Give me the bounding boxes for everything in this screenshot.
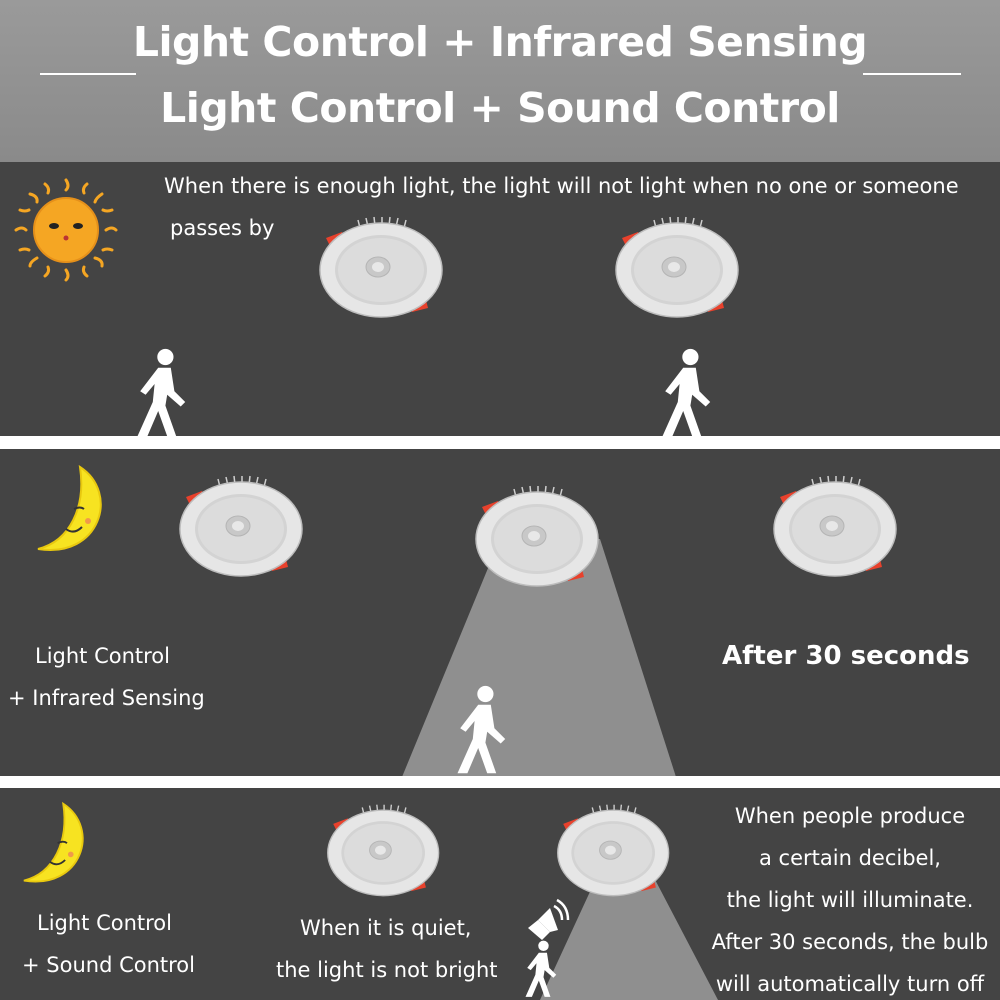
right-rule: [863, 73, 961, 75]
walking-person-icon: [655, 348, 715, 436]
sun-icon: [14, 178, 118, 282]
downlight-lamp-on: [474, 483, 604, 593]
downlight-lamp-on: [555, 802, 675, 902]
daylight-description-line-2: passes by: [170, 216, 275, 240]
panel-infrared: Light Control + Infrared Sensing After 3…: [0, 449, 1000, 776]
panel-daylight: When there is enough light, the light wi…: [0, 162, 1000, 436]
downlight-lamp: [325, 802, 445, 902]
title-line-2: Light Control + Sound Control: [160, 84, 840, 132]
infrared-mode-line-1: Light Control: [35, 644, 170, 668]
sound-description-line-2: a certain decibel,: [759, 846, 941, 870]
title-line-1: Light Control + Infrared Sensing: [132, 18, 868, 66]
sound-mode-line-1: Light Control: [37, 911, 172, 935]
after-30-seconds-label: After 30 seconds: [722, 641, 970, 671]
sound-speaker-icon: [528, 898, 570, 940]
walking-person-icon: [520, 940, 560, 998]
left-rule: [40, 73, 136, 75]
sound-description-line-5: will automatically turn off: [715, 972, 985, 996]
quiet-line-2: the light is not bright: [276, 958, 498, 982]
moon-icon: [37, 464, 102, 552]
moon-icon: [23, 801, 84, 883]
header-banner: Light Control + Infrared Sensing Light C…: [0, 0, 1000, 162]
panel-sound: Light Control + Sound Control When it is…: [0, 788, 1000, 1000]
downlight-lamp: [614, 214, 744, 324]
light-beam: [540, 870, 718, 1000]
downlight-lamp: [178, 473, 308, 583]
walking-person-icon: [450, 685, 510, 775]
sound-description-line-4: After 30 seconds, the bulb: [711, 930, 989, 954]
downlight-lamp: [772, 473, 902, 583]
infrared-mode-line-2: + Infrared Sensing: [8, 686, 205, 710]
sound-mode-line-2: + Sound Control: [22, 953, 195, 977]
walking-person-icon: [130, 348, 190, 436]
quiet-line-1: When it is quiet,: [300, 916, 472, 940]
sound-description-line-3: the light will illuminate.: [726, 888, 974, 912]
daylight-description-line-1: When there is enough light, the light wi…: [164, 174, 959, 198]
sound-description-line-1: When people produce: [734, 804, 966, 828]
downlight-lamp: [318, 214, 448, 324]
